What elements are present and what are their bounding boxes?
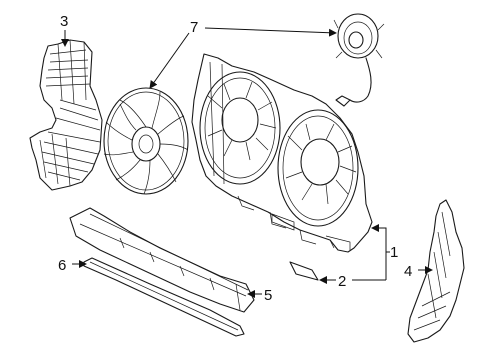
shroud-pad [289, 261, 319, 281]
callout-7: 7 [190, 19, 198, 36]
right-air-guide [407, 199, 465, 343]
callout-4: 4 [404, 263, 412, 280]
fan-motor [333, 13, 385, 107]
callout-6: 6 [58, 257, 66, 274]
callout-5: 5 [264, 287, 272, 304]
fan-shroud [191, 53, 373, 253]
left-air-guide [29, 39, 103, 191]
fan-blade [103, 87, 189, 195]
leader-lines [61, 27, 433, 298]
callout-2: 2 [338, 273, 346, 290]
lower-seal-strip [83, 257, 245, 337]
callout-1: 1 [390, 244, 398, 261]
callout-3: 3 [60, 13, 68, 30]
upper-seal-panel [69, 207, 255, 313]
